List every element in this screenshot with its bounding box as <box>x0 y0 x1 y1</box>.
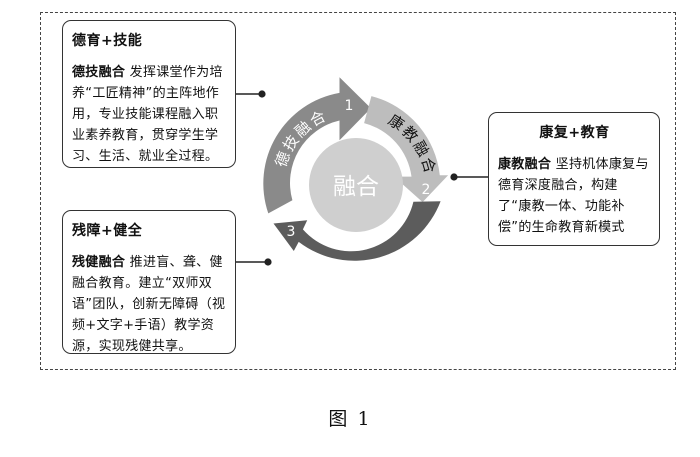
box-lead: 德技融合 <box>72 65 126 80</box>
box-text: 坚持机体康复与德育深度融合，构建了“康教一体、功能补偿”的生命教育新模式 <box>498 157 649 235</box>
box-text: 发挥课堂作为培养“工匠精神”的主阵地作用，专业技能课程融入职业素养教育，贯穿学生… <box>72 65 223 164</box>
connector-kangfu-dot <box>450 173 458 181</box>
segment-kangjiao-arrow <box>364 96 449 203</box>
dashed-frame <box>40 12 676 370</box>
box-title: 康复+教育 <box>539 125 610 141</box>
box-lead: 康教融合 <box>498 157 552 172</box>
segment-2-number: 2 <box>422 182 431 198</box>
connector-canzhang-dot <box>264 258 272 266</box>
box-body: 残健融合 推进盲、聋、健融合教育。建立“双师双语”团队，创新无障碍（视频+文字+… <box>72 252 227 357</box>
cycle-segments <box>263 77 449 261</box>
box-text: 推进盲、聋、健融合教育。建立“双师双语”团队，创新无障碍（视频+文字+手语）教学… <box>72 255 226 354</box>
box-deyu-jineng: 德育+技能 德技融合 发挥课堂作为培养“工匠精神”的主阵地作用，专业技能课程融入… <box>62 20 236 168</box>
box-body: 德技融合 发挥课堂作为培养“工匠精神”的主阵地作用，专业技能课程融入职业素养教育… <box>72 62 227 167</box>
box-kangfu-jiaoyu: 康复+教育 康教融合 坚持机体康复与德育深度融合，构建了“康教一体、功能补偿”的… <box>488 112 660 246</box>
box-body: 康教融合 坚持机体康复与德育深度融合，构建了“康教一体、功能补偿”的生命教育新模… <box>498 154 651 238</box>
figure-caption: 图 1 <box>328 408 372 430</box>
connector-deyu-dot <box>258 90 266 98</box>
box-lead: 残健融合 <box>72 255 126 270</box>
box-title: 德育+技能 <box>72 33 143 49</box>
center-label: 融合 <box>333 174 379 200</box>
segment-canjian-arrow <box>273 201 441 261</box>
box-title: 残障+健全 <box>72 223 143 239</box>
segment-1-number: 1 <box>345 98 354 114</box>
segment-deji-arrow <box>263 77 371 214</box>
center-circle <box>309 138 403 232</box>
box-canzhang-jianquan: 残障+健全 残健融合 推进盲、聋、健融合教育。建立“双师双语”团队，创新无障碍（… <box>62 210 236 354</box>
segment-3-number: 3 <box>287 224 296 240</box>
